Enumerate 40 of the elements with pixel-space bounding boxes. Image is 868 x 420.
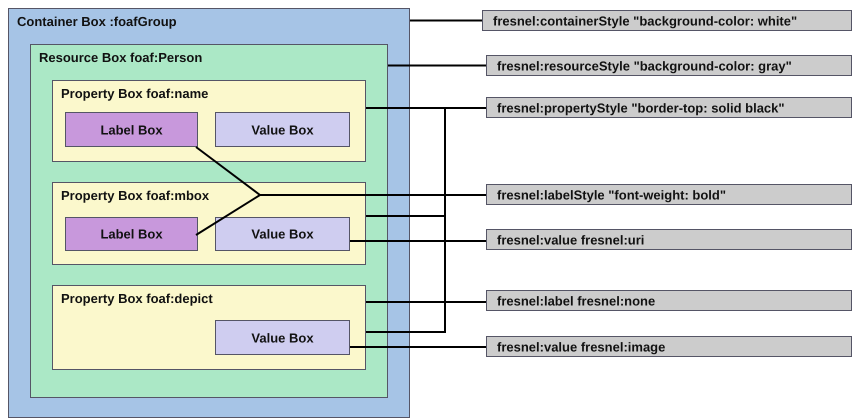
box-label: Value Box <box>250 330 315 345</box>
annotation-text: fresnel:propertyStyle "border-top: solid black" <box>497 100 785 115</box>
box-label: Value Box <box>250 122 315 137</box>
leader-line <box>366 107 486 333</box>
box-label: Value Box <box>250 226 315 242</box>
box-label: Label Box <box>99 226 164 242</box>
property-box <box>52 285 366 370</box>
value-box <box>215 112 350 147</box>
annotation-text: fresnel:resourceStyle "background-color: gray" <box>497 58 792 73</box>
property-box <box>52 182 366 265</box>
leader-line <box>350 346 486 348</box>
box-title: Container Box :foafGroup <box>17 14 177 29</box>
box-title: Resource Box foaf:Person <box>39 50 202 65</box>
container-box <box>8 8 410 418</box>
leader-line <box>388 64 486 66</box>
annotation-box <box>486 229 852 250</box>
value-box <box>215 217 350 251</box>
box-title: Property Box foaf:name <box>61 86 208 101</box>
annotation-box <box>486 97 852 118</box>
leader-line <box>366 301 486 303</box>
annotation-box <box>486 55 852 76</box>
resource-box <box>30 44 388 398</box>
annotation-text: fresnel:label fresnel:none <box>497 293 656 308</box>
label-box <box>65 217 198 251</box>
annotation-box <box>486 184 852 205</box>
annotation-box <box>482 10 852 31</box>
label-box <box>65 112 198 147</box>
box-title: Property Box foaf:mbox <box>61 188 210 203</box>
annotation-text: fresnel:labelStyle "font-weight: bold" <box>497 187 726 202</box>
leader-line <box>410 20 482 22</box>
property-box <box>52 80 366 162</box>
annotation-box <box>486 290 852 311</box>
annotation-text: fresnel:containerStyle "background-color: white" <box>493 13 798 28</box>
box-label: Label Box <box>99 122 164 137</box>
annotation-box <box>486 336 852 357</box>
annotation-text: fresnel:value fresnel:uri <box>497 232 644 247</box>
annotation-text: fresnel:value fresnel:image <box>497 339 666 354</box>
box-title: Property Box foaf:depict <box>61 291 213 306</box>
value-box <box>215 320 350 355</box>
leader-line <box>350 240 486 242</box>
